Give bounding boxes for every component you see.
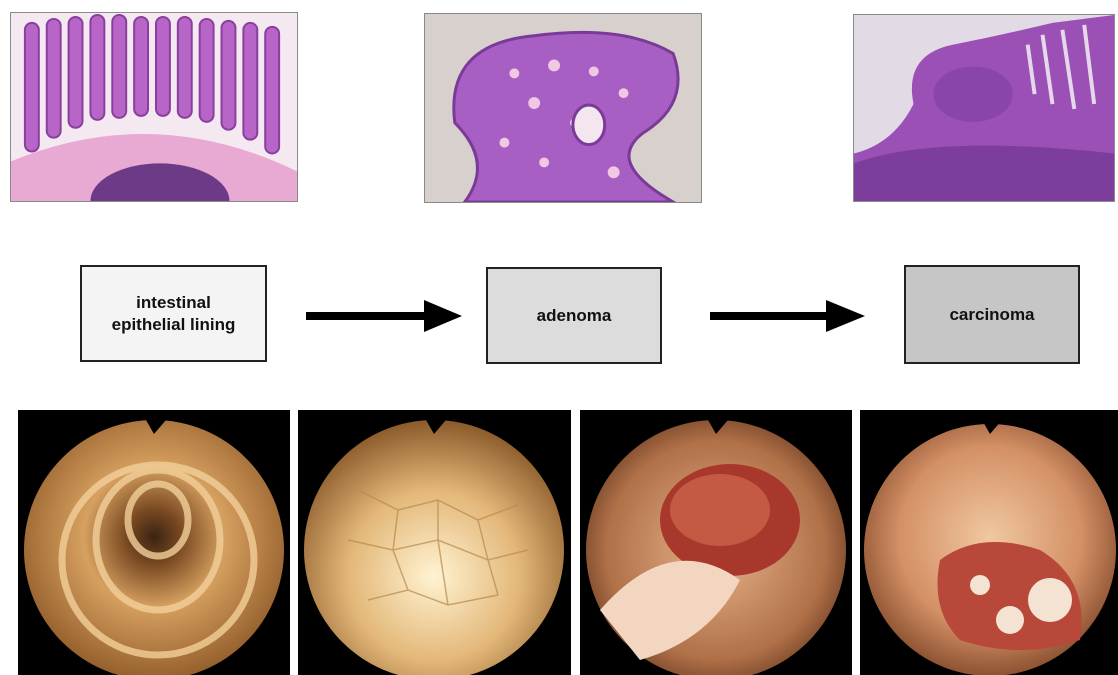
endoscopy-carcinoma-image <box>860 410 1118 675</box>
endoscopy-normal-colon-image <box>18 410 290 675</box>
stage-label-carcinoma: carcinoma <box>949 304 1034 325</box>
endoscopy-polyp-image <box>580 410 852 675</box>
histology-normal-image <box>10 12 298 202</box>
stage-box-carcinoma: carcinoma <box>904 265 1080 364</box>
stage-box-epithelial-lining: intestinal epithelial lining <box>80 265 267 362</box>
stage-label-adenoma: adenoma <box>537 305 612 326</box>
stage-label-epithelial-lining: intestinal epithelial lining <box>112 292 236 335</box>
histology-adenoma-image <box>424 13 702 203</box>
histology-carcinoma-image <box>853 14 1115 202</box>
stage-box-adenoma: adenoma <box>486 267 662 364</box>
endoscopy-flat-adenoma-image <box>298 410 571 675</box>
progression-arrow-2 <box>710 298 865 334</box>
progression-arrow-1 <box>306 298 462 334</box>
